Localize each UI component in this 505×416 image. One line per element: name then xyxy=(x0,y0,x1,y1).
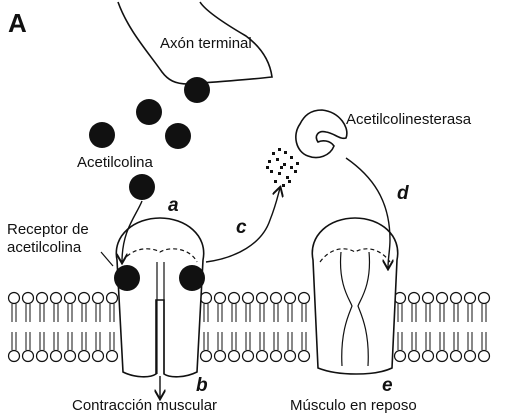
phospholipid-head xyxy=(93,351,104,362)
phospholipid-head xyxy=(451,351,462,362)
fragment-dot xyxy=(294,170,297,173)
rest-label: Músculo en reposo xyxy=(290,398,417,413)
panel-label: A xyxy=(8,10,27,36)
phospholipid-head xyxy=(451,293,462,304)
phospholipid-head xyxy=(271,293,282,304)
fragment-dot xyxy=(270,170,273,173)
phospholipid-head xyxy=(79,293,90,304)
acetylcholine-label: Acetilcolina xyxy=(77,155,153,170)
fragment-dot xyxy=(288,180,291,183)
fragment-dot xyxy=(286,176,289,179)
receptor-label-line1: Receptor de xyxy=(7,222,89,237)
acetylcholine-molecules xyxy=(89,77,210,200)
phospholipid-head xyxy=(285,351,296,362)
phospholipid-head xyxy=(37,293,48,304)
acetylcholine-molecule xyxy=(179,265,205,291)
step-label-b: b xyxy=(196,376,208,395)
phospholipid-head xyxy=(107,293,118,304)
phospholipid-head xyxy=(79,351,90,362)
phospholipid-head xyxy=(37,351,48,362)
phospholipid-head xyxy=(437,293,448,304)
receptor-label-line2: acetilcolina xyxy=(7,240,81,255)
phospholipid-head xyxy=(423,293,434,304)
step-label-c: c xyxy=(236,218,247,237)
phospholipid-head xyxy=(409,293,420,304)
phospholipid-head xyxy=(93,293,104,304)
fragment-dot xyxy=(290,156,293,159)
phospholipid-head xyxy=(285,293,296,304)
phospholipid-head xyxy=(395,351,406,362)
receptor-resting xyxy=(312,218,397,374)
phospholipid-head xyxy=(271,351,282,362)
fragment-dot xyxy=(272,152,275,155)
phospholipid-head xyxy=(201,351,212,362)
fragment-dot xyxy=(290,166,293,169)
phospholipid-head xyxy=(65,351,76,362)
phospholipid-head xyxy=(465,293,476,304)
phospholipid-head xyxy=(299,351,310,362)
phospholipid-head xyxy=(65,293,76,304)
fragment-dot xyxy=(268,160,271,163)
phospholipid-head xyxy=(437,351,448,362)
phospholipid-head xyxy=(51,351,62,362)
acetylcholine-molecule xyxy=(129,174,155,200)
phospholipid-head xyxy=(107,351,118,362)
step-label-e: e xyxy=(382,376,393,395)
contraction-label: Contracción muscular xyxy=(72,398,217,413)
phospholipid-head xyxy=(299,293,310,304)
fragment-dot xyxy=(282,184,285,187)
phospholipid-head xyxy=(257,293,268,304)
phospholipid-head xyxy=(23,293,34,304)
acetylcholine-molecule xyxy=(114,265,140,291)
fragment-dot xyxy=(274,180,277,183)
membrane-left xyxy=(9,293,310,362)
acetylcholine-molecule xyxy=(89,122,115,148)
acetylcholinesterase-label: Acetilcolinesterasa xyxy=(346,112,471,127)
phospholipid-head xyxy=(479,293,490,304)
acetylcholinesterase-shape xyxy=(296,110,347,158)
phospholipid-head xyxy=(465,351,476,362)
acetylcholine-molecule xyxy=(136,99,162,125)
phospholipid-head xyxy=(243,293,254,304)
phospholipid-head xyxy=(243,351,254,362)
phospholipid-head xyxy=(215,293,226,304)
fragment-dot xyxy=(278,172,281,175)
phospholipid-head xyxy=(9,351,20,362)
membrane-right xyxy=(395,293,490,362)
phospholipid-head xyxy=(215,351,226,362)
axon-terminal-label: Axón terminal xyxy=(160,36,252,51)
fragment-dot xyxy=(296,162,299,165)
phospholipid-head xyxy=(23,351,34,362)
phospholipid-head xyxy=(229,293,240,304)
acetylcholine-molecule xyxy=(184,77,210,103)
fragment-dot xyxy=(283,163,286,166)
phospholipid-head xyxy=(9,293,20,304)
phospholipid-head xyxy=(201,293,212,304)
step-label-a: a xyxy=(168,196,179,215)
phospholipid-head xyxy=(479,351,490,362)
acetylcholine-molecule xyxy=(165,123,191,149)
phospholipid-head xyxy=(257,351,268,362)
step-label-d: d xyxy=(397,184,409,203)
phospholipid-head xyxy=(51,293,62,304)
fragment-dot xyxy=(278,148,281,151)
receptor-bound xyxy=(116,218,203,377)
phospholipid-head xyxy=(229,351,240,362)
fragment-dot xyxy=(284,151,287,154)
fragment-dot xyxy=(280,166,283,169)
fragment-dot xyxy=(276,158,279,161)
phospholipid-head xyxy=(423,351,434,362)
hydrolyzed-acetylcholine xyxy=(266,148,299,187)
fragment-dot xyxy=(266,166,269,169)
receptor-pointer xyxy=(101,252,113,266)
phospholipid-head xyxy=(409,351,420,362)
